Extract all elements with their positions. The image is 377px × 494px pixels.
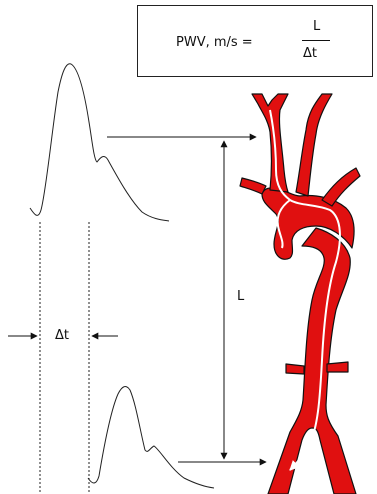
left-subclavian bbox=[322, 168, 360, 206]
formula-fraction-bar bbox=[302, 40, 330, 41]
branch-left-renal bbox=[286, 364, 304, 374]
branch-right-renal bbox=[327, 362, 348, 372]
pwv-formula-box: PWV, m/s = L Δt bbox=[137, 5, 373, 77]
time-delay-label: Δt bbox=[55, 328, 69, 343]
right-subclavian bbox=[240, 178, 266, 194]
proximal-pulse-waveform bbox=[30, 64, 169, 221]
formula-lhs: PWV, m/s = bbox=[176, 35, 253, 50]
distance-label: L bbox=[237, 289, 244, 304]
formula-denominator: Δt bbox=[303, 46, 317, 61]
carotid-trunk bbox=[252, 94, 288, 192]
left-carotid bbox=[296, 94, 332, 196]
arterial-tree bbox=[240, 94, 360, 494]
distal-pulse-waveform bbox=[88, 387, 214, 488]
descending-aorta bbox=[268, 228, 356, 494]
formula-numerator: L bbox=[313, 19, 320, 34]
